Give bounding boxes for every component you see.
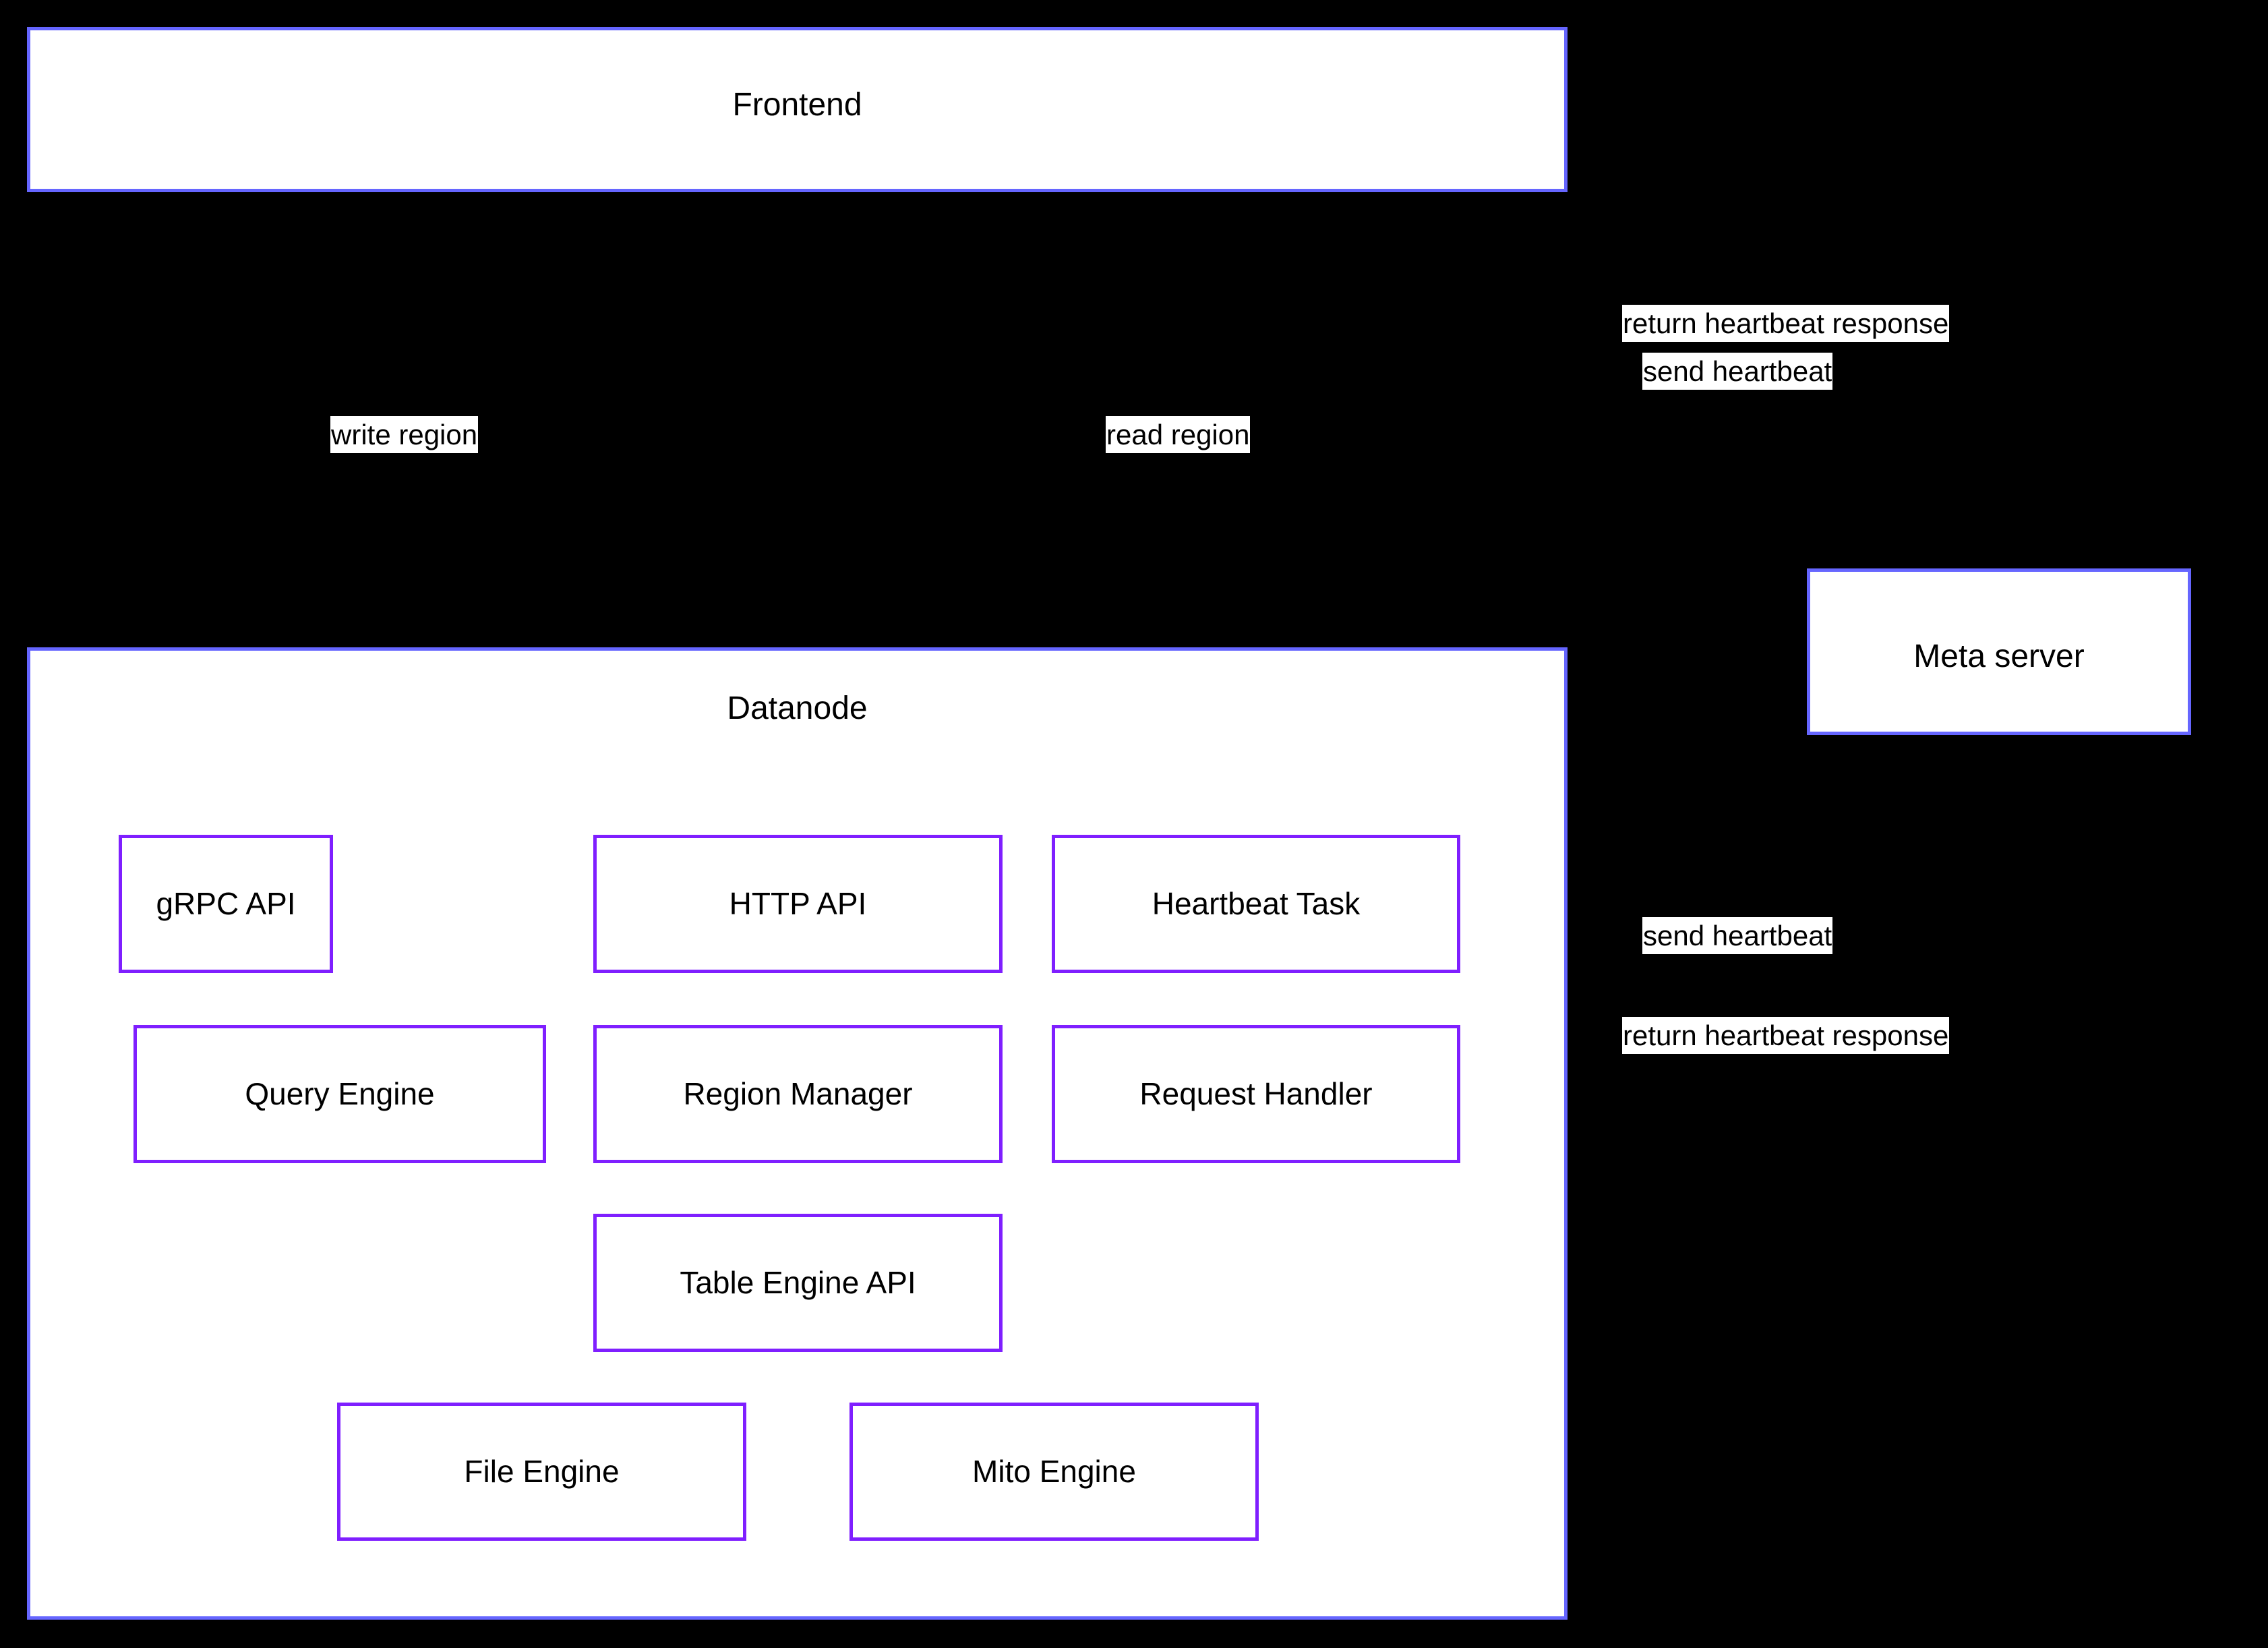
- component-query-engine[interactable]: Query Engine: [133, 1025, 546, 1163]
- edge-label-send-heartbeat-bottom: send heartbeat: [1642, 917, 1833, 955]
- component-label: File Engine: [464, 1454, 620, 1490]
- meta-server-label: Meta server: [1913, 639, 2085, 674]
- edge-label-return-heartbeat-response-top: return heartbeat response: [1622, 305, 1950, 343]
- component-region-manager[interactable]: Region Manager: [593, 1025, 1003, 1163]
- component-grpc-api[interactable]: gRPC API: [119, 835, 333, 973]
- component-label: Table Engine API: [680, 1265, 916, 1301]
- component-label: HTTP API: [729, 886, 867, 922]
- component-request-handler[interactable]: Request Handler: [1052, 1025, 1460, 1163]
- component-table-engine-api[interactable]: Table Engine API: [593, 1214, 1003, 1352]
- component-label: Query Engine: [245, 1076, 435, 1112]
- component-heartbeat-task[interactable]: Heartbeat Task: [1052, 835, 1460, 973]
- meta-server-container[interactable]: Meta server: [1807, 568, 2191, 735]
- component-mito-engine[interactable]: Mito Engine: [849, 1403, 1259, 1541]
- frontend-container[interactable]: Frontend: [27, 27, 1568, 192]
- component-label: Region Manager: [683, 1076, 913, 1112]
- component-label: gRPC API: [156, 886, 296, 922]
- component-label: Request Handler: [1139, 1076, 1373, 1112]
- component-http-api[interactable]: HTTP API: [593, 835, 1003, 973]
- edge-label-read-region: read region: [1106, 416, 1251, 454]
- edge-label-return-heartbeat-response-bottom: return heartbeat response: [1622, 1017, 1950, 1055]
- edge-label-write-region: write region: [330, 416, 479, 454]
- edge-label-send-heartbeat-top: send heartbeat: [1642, 353, 1833, 390]
- component-label: Mito Engine: [972, 1454, 1136, 1490]
- frontend-label: Frontend: [732, 87, 862, 123]
- component-label: Heartbeat Task: [1152, 886, 1361, 922]
- datanode-label: Datanode: [727, 690, 868, 726]
- component-file-engine[interactable]: File Engine: [337, 1403, 746, 1541]
